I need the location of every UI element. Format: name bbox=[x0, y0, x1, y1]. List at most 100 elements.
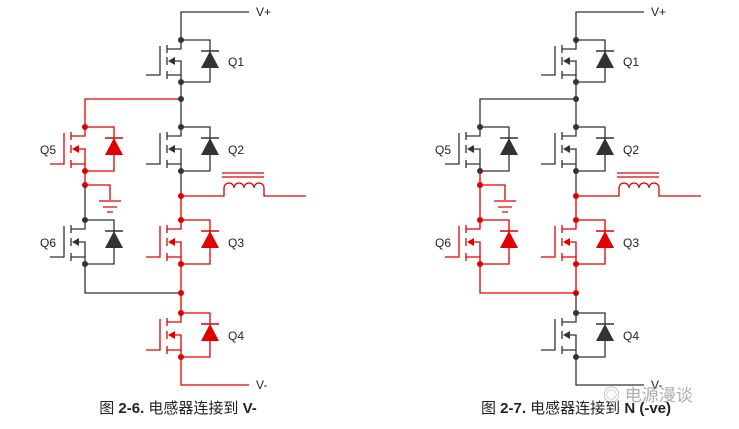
inductor bbox=[181, 172, 306, 197]
diode-icon bbox=[596, 138, 614, 155]
arrow-icon bbox=[563, 57, 570, 65]
q6-bottom-wire bbox=[479, 264, 576, 294]
junction-dot bbox=[178, 37, 184, 43]
caption-prefix: 图 bbox=[99, 400, 119, 417]
junction-dot bbox=[178, 310, 184, 316]
gate-wire bbox=[445, 133, 460, 165]
gate-wire bbox=[146, 133, 161, 165]
arrow-icon bbox=[467, 238, 474, 246]
gate-wire bbox=[146, 319, 161, 351]
arrow-icon bbox=[168, 145, 175, 153]
arrow-icon bbox=[168, 238, 175, 246]
mosfet-q6: Q6 bbox=[435, 217, 518, 267]
diode-icon bbox=[596, 324, 614, 341]
junction-dot bbox=[178, 96, 184, 102]
mosfet-q3: Q3 bbox=[146, 217, 244, 267]
fet-label: Q3 bbox=[228, 236, 244, 250]
junction-dot bbox=[82, 217, 88, 223]
diode-icon bbox=[201, 51, 219, 68]
q6-bottom-wire bbox=[84, 264, 181, 294]
diode-icon bbox=[105, 138, 123, 155]
arrow-icon bbox=[563, 145, 570, 153]
junction-dot bbox=[178, 193, 184, 199]
v-plus-wire bbox=[575, 11, 644, 40]
wechat-icon: ◎ bbox=[603, 386, 620, 405]
v-minus-label: V- bbox=[651, 378, 662, 392]
gate-wire bbox=[50, 133, 65, 165]
diode-icon bbox=[201, 231, 219, 248]
v-minus-wire bbox=[180, 357, 249, 386]
mosfet-q3: Q3 bbox=[541, 217, 639, 267]
gate-wire bbox=[541, 319, 556, 351]
junction-dot bbox=[573, 217, 579, 223]
mosfet-q6: Q6 bbox=[40, 217, 123, 267]
diode-icon bbox=[201, 324, 219, 341]
ground-wire bbox=[479, 171, 506, 200]
fet-label: Q4 bbox=[228, 329, 244, 343]
caption-number: 2-6. bbox=[118, 400, 145, 417]
junction-dot bbox=[178, 124, 184, 130]
diode-icon bbox=[500, 231, 518, 248]
fet-label: Q5 bbox=[435, 143, 451, 157]
fet-label: Q6 bbox=[40, 236, 56, 250]
caption-number: 2-7. bbox=[500, 400, 527, 417]
inductor-coil bbox=[576, 182, 701, 197]
v-minus-label: V- bbox=[256, 378, 267, 392]
junction-dot bbox=[477, 124, 483, 130]
inductor bbox=[576, 172, 701, 197]
mosfet-q1: Q1 bbox=[146, 37, 244, 85]
gate-wire bbox=[146, 226, 161, 258]
arrow-icon bbox=[72, 238, 79, 246]
fet-label: Q6 bbox=[435, 236, 451, 250]
mosfet-q4: Q4 bbox=[541, 310, 639, 360]
arrow-icon bbox=[168, 57, 175, 65]
junction-dot bbox=[573, 193, 579, 199]
arrow-icon bbox=[563, 238, 570, 246]
v-minus-wire bbox=[575, 357, 644, 386]
caption-target: N (-ve) bbox=[624, 400, 672, 417]
gate-wire bbox=[146, 46, 161, 76]
v-plus-label: V+ bbox=[256, 5, 271, 19]
v-plus-label: V+ bbox=[651, 5, 666, 19]
caption-text: 电感器连接到 bbox=[144, 400, 243, 417]
caption-target: V- bbox=[242, 400, 257, 417]
gate-wire bbox=[541, 46, 556, 76]
junction-dot bbox=[82, 124, 88, 130]
fet-label: Q3 bbox=[623, 236, 639, 250]
caption-right: 图 2-7. 电感器连接到 N (-ve) bbox=[481, 397, 671, 418]
mosfet-q4: Q4 bbox=[146, 310, 244, 360]
fet-label: Q5 bbox=[40, 143, 56, 157]
ground-wire bbox=[84, 171, 111, 200]
gate-wire bbox=[541, 133, 556, 165]
mosfet-q5: Q5 bbox=[40, 124, 123, 174]
fet-label: Q2 bbox=[228, 143, 244, 157]
arrow-icon bbox=[168, 331, 175, 339]
fet-label: Q1 bbox=[228, 55, 244, 69]
mosfet-q2: Q2 bbox=[541, 124, 639, 174]
junction-dot bbox=[178, 217, 184, 223]
diode-icon bbox=[596, 231, 614, 248]
q5-link-wire bbox=[479, 98, 576, 127]
watermark: ◎ 电源漫谈 bbox=[603, 381, 693, 406]
junction-dot bbox=[573, 96, 579, 102]
mosfet-q1: Q1 bbox=[541, 37, 639, 85]
junction-dot bbox=[477, 217, 483, 223]
fet-label: Q4 bbox=[623, 329, 639, 343]
q5-link-wire bbox=[84, 98, 181, 127]
caption-prefix: 图 bbox=[480, 400, 501, 417]
junction-dot bbox=[573, 37, 579, 43]
arrow-icon bbox=[72, 145, 79, 153]
junction-dot bbox=[573, 310, 579, 316]
gate-wire bbox=[50, 226, 65, 258]
gate-wire bbox=[445, 226, 460, 258]
diode-icon bbox=[500, 138, 518, 155]
caption-text: 电感器连接到 bbox=[526, 400, 625, 417]
caption-left: 图 2-6. 电感器连接到 V- bbox=[99, 397, 257, 418]
v-plus-wire bbox=[180, 11, 249, 40]
inductor-coil bbox=[181, 182, 306, 197]
mosfet-q5: Q5 bbox=[435, 124, 518, 174]
